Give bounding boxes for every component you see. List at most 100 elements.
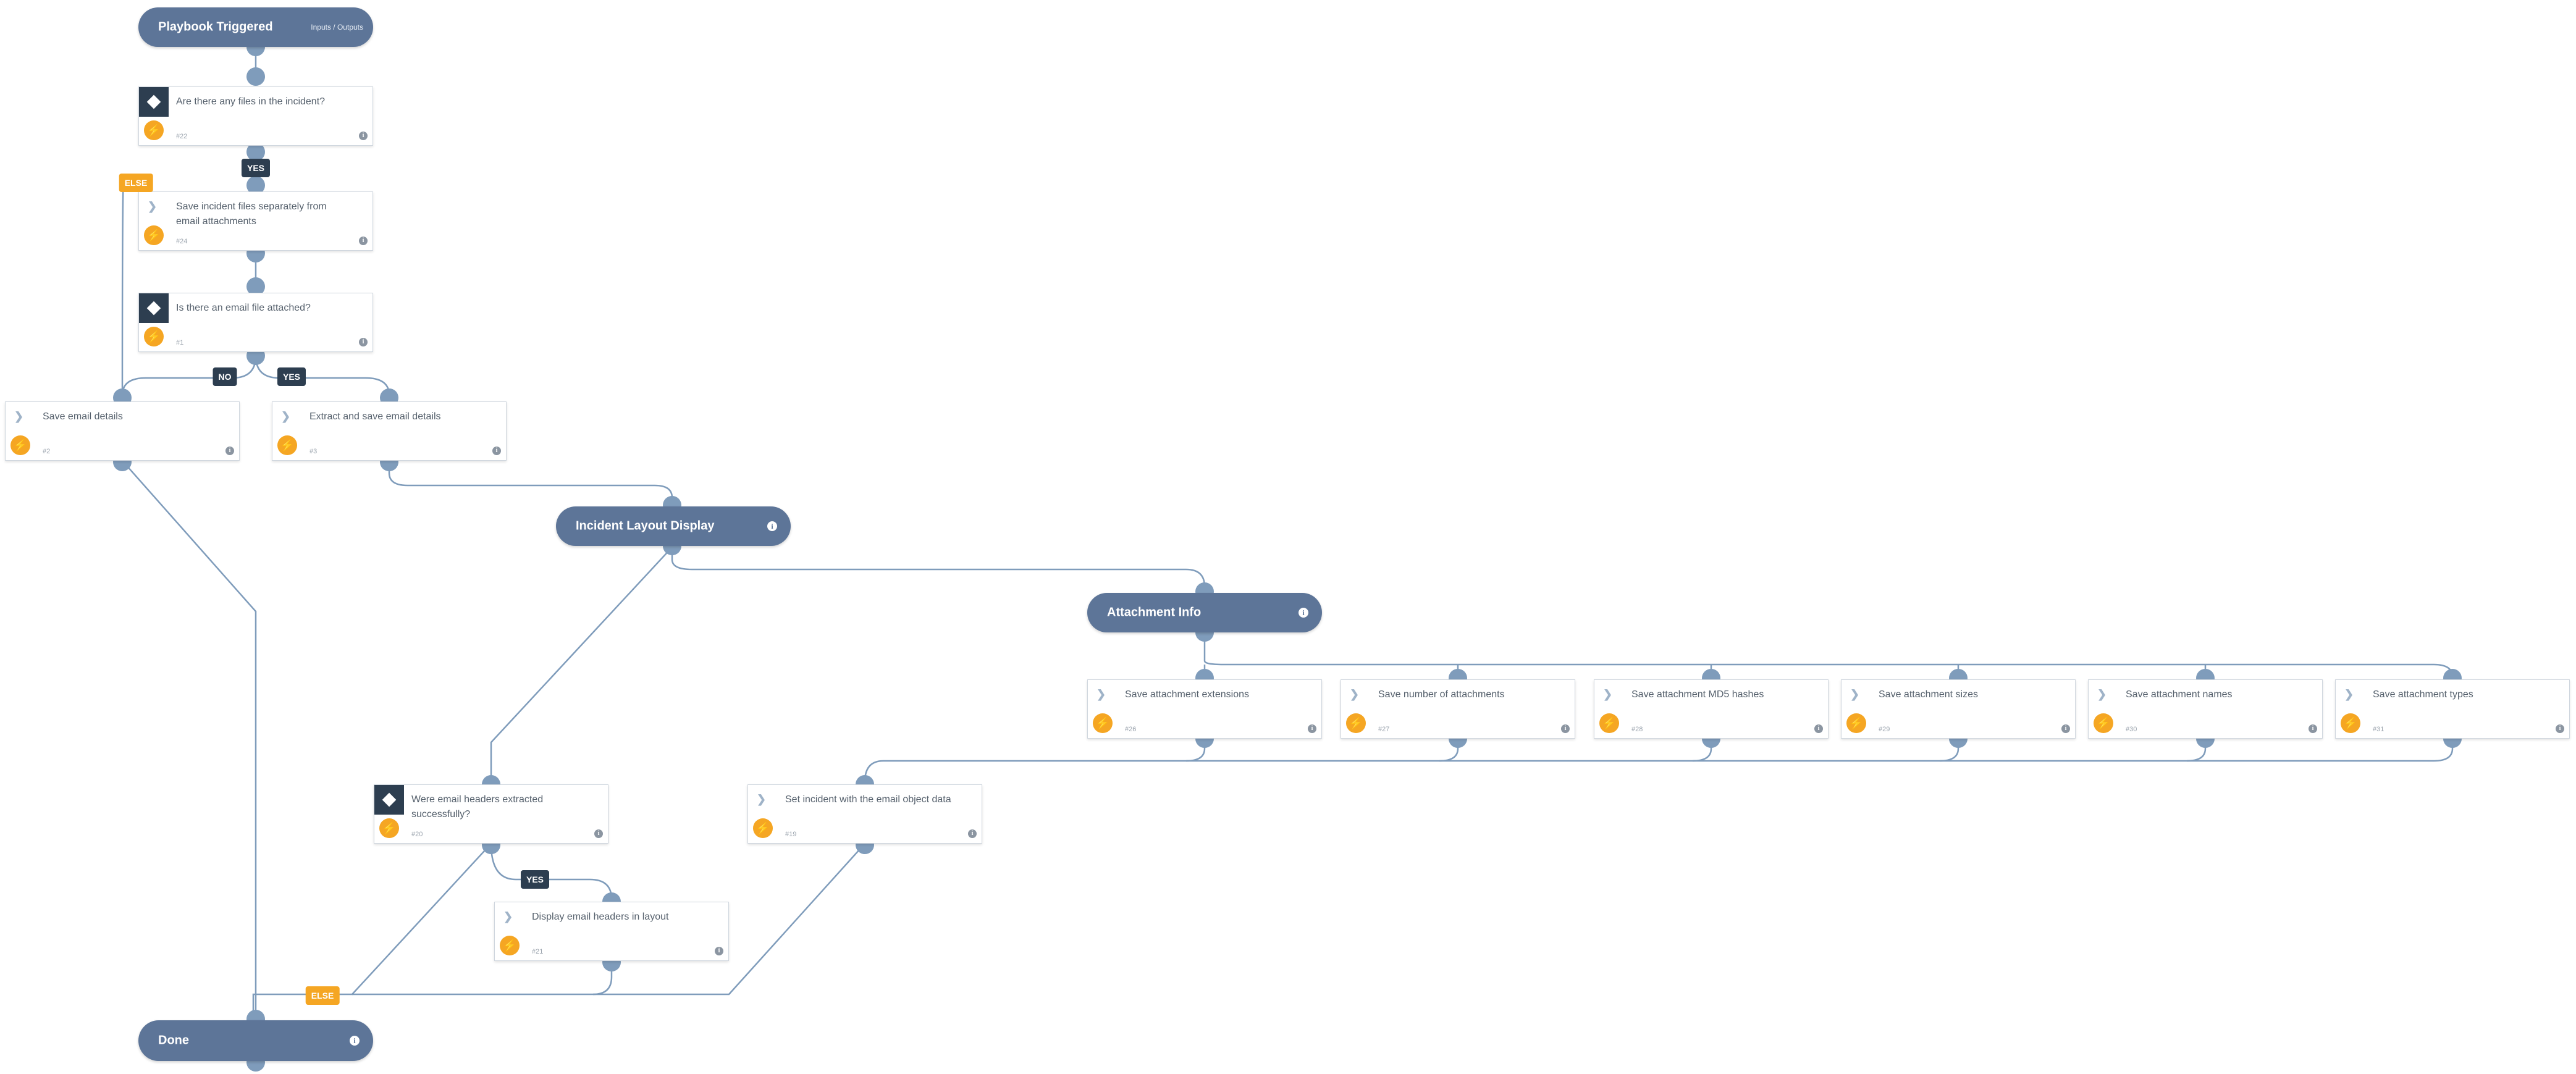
done-node[interactable]: Done i	[138, 1020, 373, 1061]
bolt-icon: ⚡	[11, 435, 30, 455]
task-any-files-condition[interactable]: Are there any files in the incident? ⚡ #…	[138, 86, 373, 146]
info-icon[interactable]: i	[594, 829, 603, 838]
chevron-right-icon: ❯	[1603, 688, 1613, 700]
task-id: #30	[2126, 726, 2137, 733]
incident-layout-display-section[interactable]: Incident Layout Display i	[556, 506, 791, 546]
edge-label-no[interactable]: NO	[213, 367, 237, 386]
task-save-attachment-extensions[interactable]: ❯ Save attachment extensions ⚡ #26 i	[1087, 679, 1322, 739]
task-set-incident-email-object[interactable]: ❯ Set incident with the email object dat…	[747, 784, 982, 844]
info-icon[interactable]: i	[1308, 724, 1316, 733]
task-title: Display email headers in layout	[532, 912, 669, 922]
connector-dot	[246, 143, 265, 161]
chevron-right-icon: ❯	[1350, 688, 1360, 700]
diamond-icon	[382, 792, 397, 807]
bolt-icon: ⚡	[2094, 713, 2113, 733]
connector-dot	[246, 67, 265, 86]
task-title: Save attachment extensions	[1125, 689, 1250, 700]
task-title: Save attachment types	[2373, 689, 2473, 700]
info-icon[interactable]: i	[715, 947, 723, 955]
task-email-file-condition[interactable]: Is there an email file attached? ⚡ #1 i	[138, 293, 373, 352]
info-icon[interactable]: i	[1561, 724, 1570, 733]
edge-label-else[interactable]: ELSE	[119, 174, 153, 192]
task-id: #1	[176, 339, 184, 346]
chevron-right-icon: ❯	[2097, 688, 2107, 700]
edge-label-yes[interactable]: YES	[520, 870, 550, 889]
bolt-icon: ⚡	[1846, 713, 1866, 733]
bolt-icon: ⚡	[753, 818, 773, 838]
bolt-icon: ⚡	[144, 225, 164, 245]
task-id: #26	[1125, 726, 1137, 733]
chevron-right-icon: ❯	[2344, 688, 2354, 700]
attachment-info-section[interactable]: Attachment Info i	[1087, 593, 1322, 632]
task-headers-extracted-condition[interactable]: Were email headers extracted successfull…	[374, 784, 608, 844]
task-id: #3	[309, 448, 318, 455]
bolt-icon: ⚡	[1093, 713, 1113, 733]
info-icon[interactable]: i	[2309, 724, 2317, 733]
task-id: #24	[176, 238, 188, 245]
info-icon[interactable]: i	[359, 237, 368, 245]
playbook-triggered-node[interactable]: Playbook Triggered Inputs / Outputs	[138, 7, 373, 47]
bolt-icon: ⚡	[2341, 713, 2360, 733]
chevron-right-icon: ❯	[1850, 688, 1860, 700]
edge-label-yes[interactable]: YES	[241, 159, 271, 177]
info-icon[interactable]: i	[350, 1036, 360, 1046]
info-icon[interactable]: i	[2556, 724, 2564, 733]
section-title: Attachment Info	[1107, 605, 1202, 619]
bolt-icon: ⚡	[1346, 713, 1366, 733]
task-id: #29	[1879, 726, 1890, 733]
task-title: Save attachment names	[2126, 689, 2233, 700]
chevron-right-icon: ❯	[757, 793, 767, 805]
info-icon[interactable]: i	[359, 338, 368, 346]
task-save-incident-files[interactable]: ❯ Save incident files separately from em…	[138, 191, 373, 251]
task-title: Save incident files separately from emai…	[176, 201, 327, 227]
bolt-icon: ⚡	[277, 435, 297, 455]
task-id: #22	[176, 133, 188, 140]
task-title: Set incident with the email object data	[785, 794, 951, 805]
task-title: Extract and save email details	[309, 411, 441, 422]
info-icon[interactable]: i	[767, 521, 777, 531]
task-title: Save email details	[43, 411, 123, 422]
task-save-email-details[interactable]: ❯ Save email details ⚡ #2 i	[5, 401, 240, 461]
task-id: #28	[1631, 726, 1643, 733]
chevron-right-icon: ❯	[281, 410, 291, 422]
task-save-attachment-names[interactable]: ❯ Save attachment names ⚡ #30 i	[2088, 679, 2323, 739]
edge-label-yes[interactable]: YES	[277, 367, 306, 386]
info-icon[interactable]: i	[968, 829, 977, 838]
info-icon[interactable]: i	[492, 447, 501, 455]
bolt-icon: ⚡	[379, 818, 399, 838]
bolt-icon: ⚡	[1599, 713, 1619, 733]
task-save-attachment-types[interactable]: ❯ Save attachment types ⚡ #31 i	[2335, 679, 2570, 739]
condition-badge	[139, 87, 169, 117]
bolt-icon: ⚡	[144, 327, 164, 346]
info-icon[interactable]: i	[225, 447, 234, 455]
chevron-right-icon: ❯	[503, 910, 513, 923]
bolt-icon: ⚡	[144, 120, 164, 140]
task-save-attachment-sizes[interactable]: ❯ Save attachment sizes ⚡ #29 i	[1841, 679, 2076, 739]
task-id: #20	[411, 831, 423, 838]
task-extract-email-details[interactable]: ❯ Extract and save email details ⚡ #3 i	[272, 401, 507, 461]
task-id: #27	[1378, 726, 1390, 733]
edge-label-else[interactable]: ELSE	[305, 986, 340, 1005]
node-title: Done	[158, 1033, 189, 1047]
info-icon[interactable]: i	[1814, 724, 1823, 733]
info-icon[interactable]: i	[2061, 724, 2070, 733]
info-icon[interactable]: i	[359, 132, 368, 140]
bolt-icon: ⚡	[500, 936, 520, 955]
section-title: Incident Layout Display	[576, 519, 715, 533]
task-title: Is there an email file attached?	[176, 303, 311, 313]
diamond-icon	[146, 301, 161, 316]
task-id: #21	[532, 948, 544, 955]
task-title: Save number of attachments	[1378, 689, 1505, 700]
task-save-number-of-attachments[interactable]: ❯ Save number of attachments ⚡ #27 i	[1341, 679, 1575, 739]
task-title: Save attachment sizes	[1879, 689, 1978, 700]
inputs-outputs-link[interactable]: Inputs / Outputs	[311, 23, 363, 31]
task-id: #19	[785, 831, 797, 838]
condition-badge	[374, 785, 404, 815]
task-display-email-headers[interactable]: ❯ Display email headers in layout ⚡ #21 …	[494, 902, 729, 961]
task-title: Save attachment MD5 hashes	[1631, 689, 1764, 700]
task-save-attachment-md5[interactable]: ❯ Save attachment MD5 hashes ⚡ #28 i	[1594, 679, 1829, 739]
task-id: #31	[2373, 726, 2384, 733]
info-icon[interactable]: i	[1299, 608, 1308, 618]
task-id: #2	[43, 448, 51, 455]
